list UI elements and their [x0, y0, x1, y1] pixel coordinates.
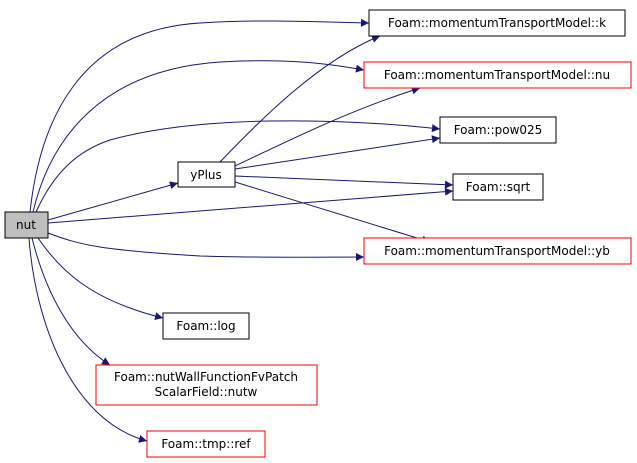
node-label: Foam::momentumTransportModel::k: [388, 16, 606, 30]
node-nutw[interactable]: Foam::nutWallFunctionFvPatch ScalarField…: [95, 364, 318, 406]
edge-nut-nutw: [31, 237, 111, 366]
edge-nut-ref: [28, 237, 148, 443]
node-label: nut: [16, 218, 36, 232]
node-pow025[interactable]: Foam::pow025: [439, 116, 557, 144]
node-k[interactable]: Foam::momentumTransportModel::k: [368, 9, 626, 37]
edge-yplus-nu: [234, 86, 421, 167]
node-label: Foam::sqrt: [466, 180, 531, 194]
node-label: Foam::tmp::ref: [161, 437, 251, 451]
node-yplus[interactable]: yPlus: [177, 161, 236, 188]
node-nut[interactable]: nut: [4, 211, 49, 239]
node-label: Foam::momentumTransportModel::yb: [384, 244, 610, 258]
node-label: yPlus: [190, 168, 222, 182]
node-log[interactable]: Foam::log: [162, 312, 250, 340]
node-label: Foam::log: [176, 319, 235, 333]
edge-yplus-sqrt: [234, 175, 454, 189]
edge-nut-k: [29, 18, 370, 213]
edge-yplus-pow025: [234, 135, 441, 170]
edge-nut-log: [37, 237, 164, 320]
node-ref[interactable]: Foam::tmp::ref: [146, 430, 266, 458]
edge-nut-yb: [47, 232, 365, 262]
node-label: Foam::momentumTransportModel::nu: [384, 68, 610, 82]
edge-yplus-yb: [234, 181, 431, 244]
edge-yplus-k: [219, 35, 381, 163]
node-label: ScalarField::nutw: [155, 385, 258, 399]
node-yb[interactable]: Foam::momentumTransportModel::yb: [363, 237, 632, 265]
edge-nut-sqrt: [47, 187, 454, 224]
node-label: Foam::pow025: [454, 123, 543, 137]
node-sqrt[interactable]: Foam::sqrt: [452, 173, 544, 201]
edge-nut-yplus: [47, 181, 179, 221]
node-label: Foam::nutWallFunctionFvPatch: [114, 370, 298, 384]
edge-nut-pow025: [35, 120, 441, 213]
edge-nut-nu: [32, 60, 365, 213]
node-nu[interactable]: Foam::momentumTransportModel::nu: [363, 61, 632, 89]
